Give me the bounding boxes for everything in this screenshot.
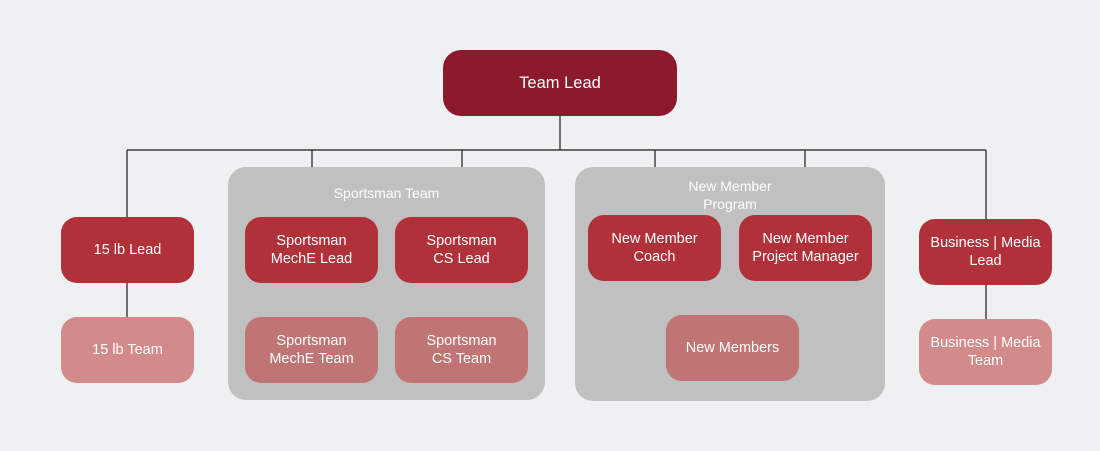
business-media-lead-node: Business | Media Lead <box>919 219 1052 285</box>
new-members-node: New Members <box>666 315 799 381</box>
new-member-coach-node: New Member Coach <box>588 215 721 281</box>
sportsman-team-title: Sportsman Team <box>333 185 440 201</box>
sportsman-cs-lead-node: Sportsman CS Lead <box>395 217 528 283</box>
new-member-program-title: New Member Program <box>688 178 772 212</box>
business-media-team-node: Business | Media Team <box>919 319 1052 385</box>
sportsman-meche-lead-node: Sportsman MechE Lead <box>245 217 378 283</box>
sportsman-cs-team-node: Sportsman CS Team <box>395 317 528 383</box>
new-member-pm-node: New Member Project Manager <box>739 215 872 281</box>
sportsman-meche-team-node: Sportsman MechE Team <box>245 317 378 383</box>
team-lead-node: Team Lead <box>443 50 677 116</box>
15lb-team-node: 15 lb Team <box>61 317 194 383</box>
15lb-lead-node: 15 lb Lead <box>61 217 194 283</box>
